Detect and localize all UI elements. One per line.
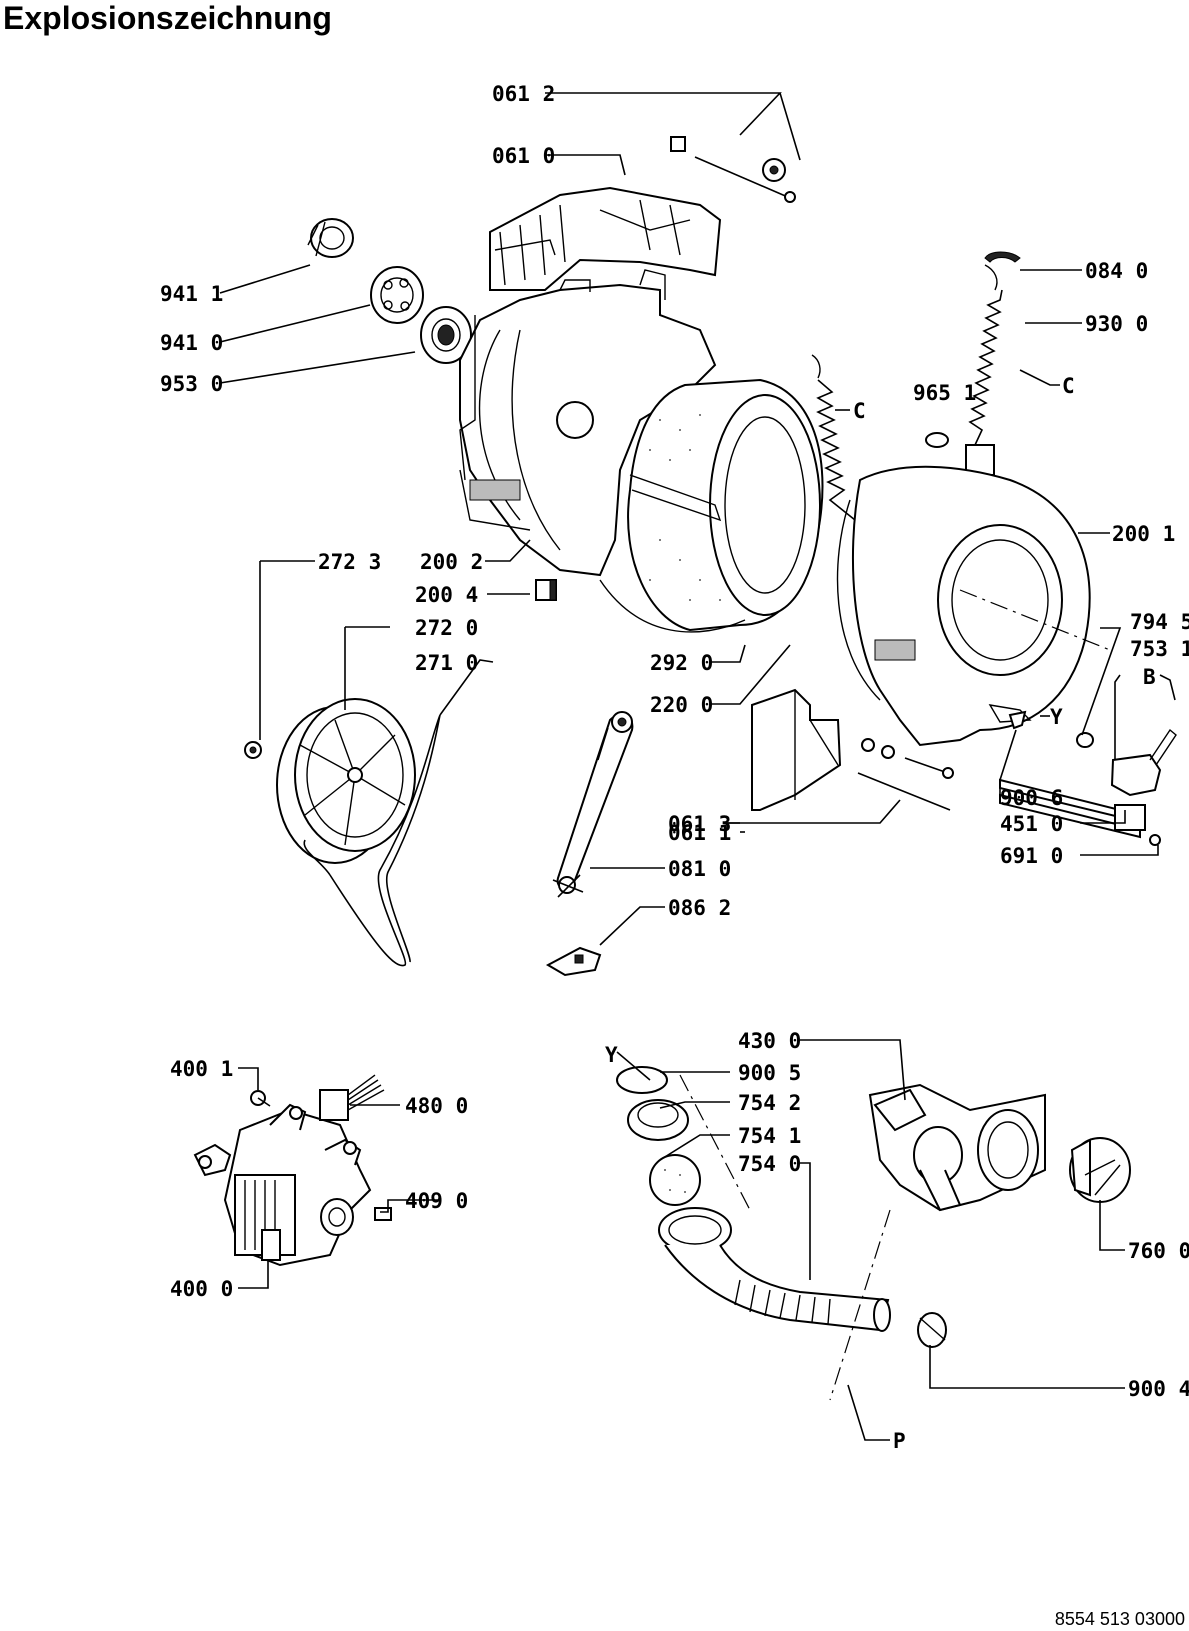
label-451-0: 451 0 (1000, 812, 1063, 836)
part-drain-pump (868, 1083, 1046, 1212)
label-794-5: 794 5 (1130, 610, 1189, 634)
label-941-0: 941 0 (160, 331, 223, 355)
label-754-0: 754 0 (738, 1152, 801, 1176)
label-754-1: 754 1 (738, 1124, 801, 1148)
part-small-ring (1076, 732, 1094, 748)
part-connector (319, 1074, 385, 1121)
part-ball (649, 1154, 701, 1206)
part-bearing-large (370, 266, 424, 324)
label-200-4: 200 4 (415, 583, 478, 607)
label-c-spring-rear: C (853, 399, 866, 423)
label-400-0: 400 0 (170, 1277, 233, 1301)
part-front-tub (836, 465, 1111, 747)
part-front-counterweight (751, 688, 954, 811)
label-430-0: 430 0 (738, 1029, 801, 1053)
part-sleeve (627, 1099, 689, 1141)
label-409-0: 409 0 (405, 1189, 468, 1213)
part-thermostat (1110, 728, 1177, 797)
part-hose-clamp (917, 1312, 947, 1348)
part-nut (244, 741, 262, 759)
part-small-block (535, 579, 557, 601)
part-plug (925, 432, 949, 448)
part-seal-ring (420, 306, 472, 364)
part-rod-assembly (670, 136, 796, 203)
part-drum (599, 378, 824, 633)
part-bearing-small (307, 218, 354, 258)
label-220-0: 220 0 (650, 693, 713, 717)
label-292-0: 292 0 (650, 651, 713, 675)
label-941-1: 941 1 (160, 282, 223, 306)
page-title: Explosionszeichnung (3, 0, 332, 36)
part-pump-filter (1069, 1137, 1131, 1203)
part-pulley (276, 698, 416, 864)
part-clip-y (1008, 710, 1027, 730)
label-691-0: 691 0 (1000, 844, 1063, 868)
label-p: P (893, 1429, 906, 1453)
part-top-counterweight (489, 186, 722, 291)
axis-pump (679, 1074, 891, 1401)
label-272-0: 272 0 (415, 616, 478, 640)
label-200-2: 200 2 (420, 550, 483, 574)
part-motor (193, 1103, 372, 1267)
part-drain-hose (658, 1207, 891, 1332)
label-400-1: 400 1 (170, 1057, 233, 1081)
part-shock-absorber (552, 711, 634, 898)
part-foot (545, 946, 602, 977)
label-061-1: 061 1 (668, 821, 731, 845)
part-clamp-ring (616, 1066, 668, 1094)
leader-lines (219, 92, 1176, 1441)
document-number: 8554 513 03000 (1054, 1609, 1185, 1629)
label-c-spring-front: C (1062, 374, 1075, 398)
label-900-4: 900 4 (1128, 1377, 1189, 1401)
part-rear-tub (459, 269, 717, 577)
label-900-6: 900 6 (1000, 786, 1063, 810)
part-motor-small-parts (250, 1090, 392, 1221)
label-754-2: 754 2 (738, 1091, 801, 1115)
label-480-0: 480 0 (405, 1094, 468, 1118)
label-y-pump: Y (605, 1043, 618, 1067)
label-061-3: 061 3 (668, 812, 731, 836)
label-930-0: 930 0 (1085, 312, 1148, 336)
label-200-1: 200 1 (1112, 522, 1175, 546)
part-heating-element (999, 778, 1161, 846)
label-900-5: 900 5 (738, 1061, 801, 1085)
label-y-front: Y (1050, 705, 1063, 729)
label-965-1: 965 1 (913, 381, 976, 405)
label-760-0: 760 0 (1128, 1239, 1189, 1263)
label-953-0: 953 0 (160, 372, 223, 396)
label-061-0: 061 0 (492, 144, 555, 168)
label-086-2: 086 2 (668, 896, 731, 920)
label-061-2: 061 2 (492, 82, 555, 106)
label-271-0: 271 0 (415, 651, 478, 675)
label-084-0: 084 0 (1085, 259, 1148, 283)
label-753-1: 753 1 (1130, 637, 1189, 661)
label-081-0: 081 0 (668, 857, 731, 881)
part-drive-belt (303, 714, 441, 967)
label-b: B (1143, 665, 1156, 689)
label-272-3: 272 3 (318, 550, 381, 574)
